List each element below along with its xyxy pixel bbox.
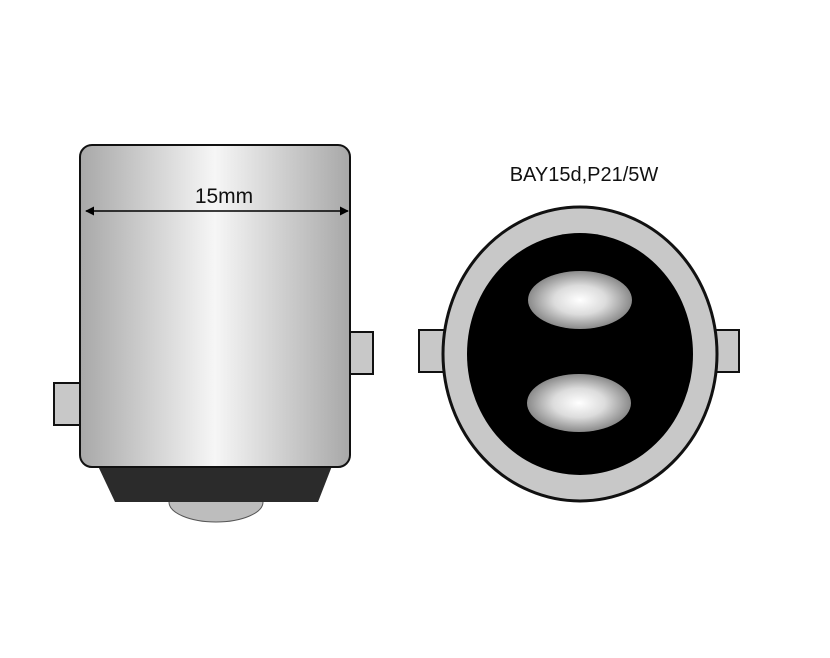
end-view: BAY15d,P21/5W	[418, 164, 740, 503]
type-label: BAY15d,P21/5W	[510, 164, 659, 186]
bayonet-tab-right	[714, 329, 740, 373]
bayonet-pin-right	[347, 331, 374, 375]
contact-bottom	[527, 374, 631, 432]
bayonet-tab-left	[418, 329, 446, 373]
metal-cap	[79, 144, 351, 468]
insulator-base	[98, 466, 332, 502]
contact-face	[467, 233, 693, 475]
side-view: 15mm	[53, 144, 374, 523]
bayonet-pin-left	[53, 382, 83, 426]
dimension-label: 15mm	[195, 185, 253, 208]
contact-top	[528, 271, 632, 329]
